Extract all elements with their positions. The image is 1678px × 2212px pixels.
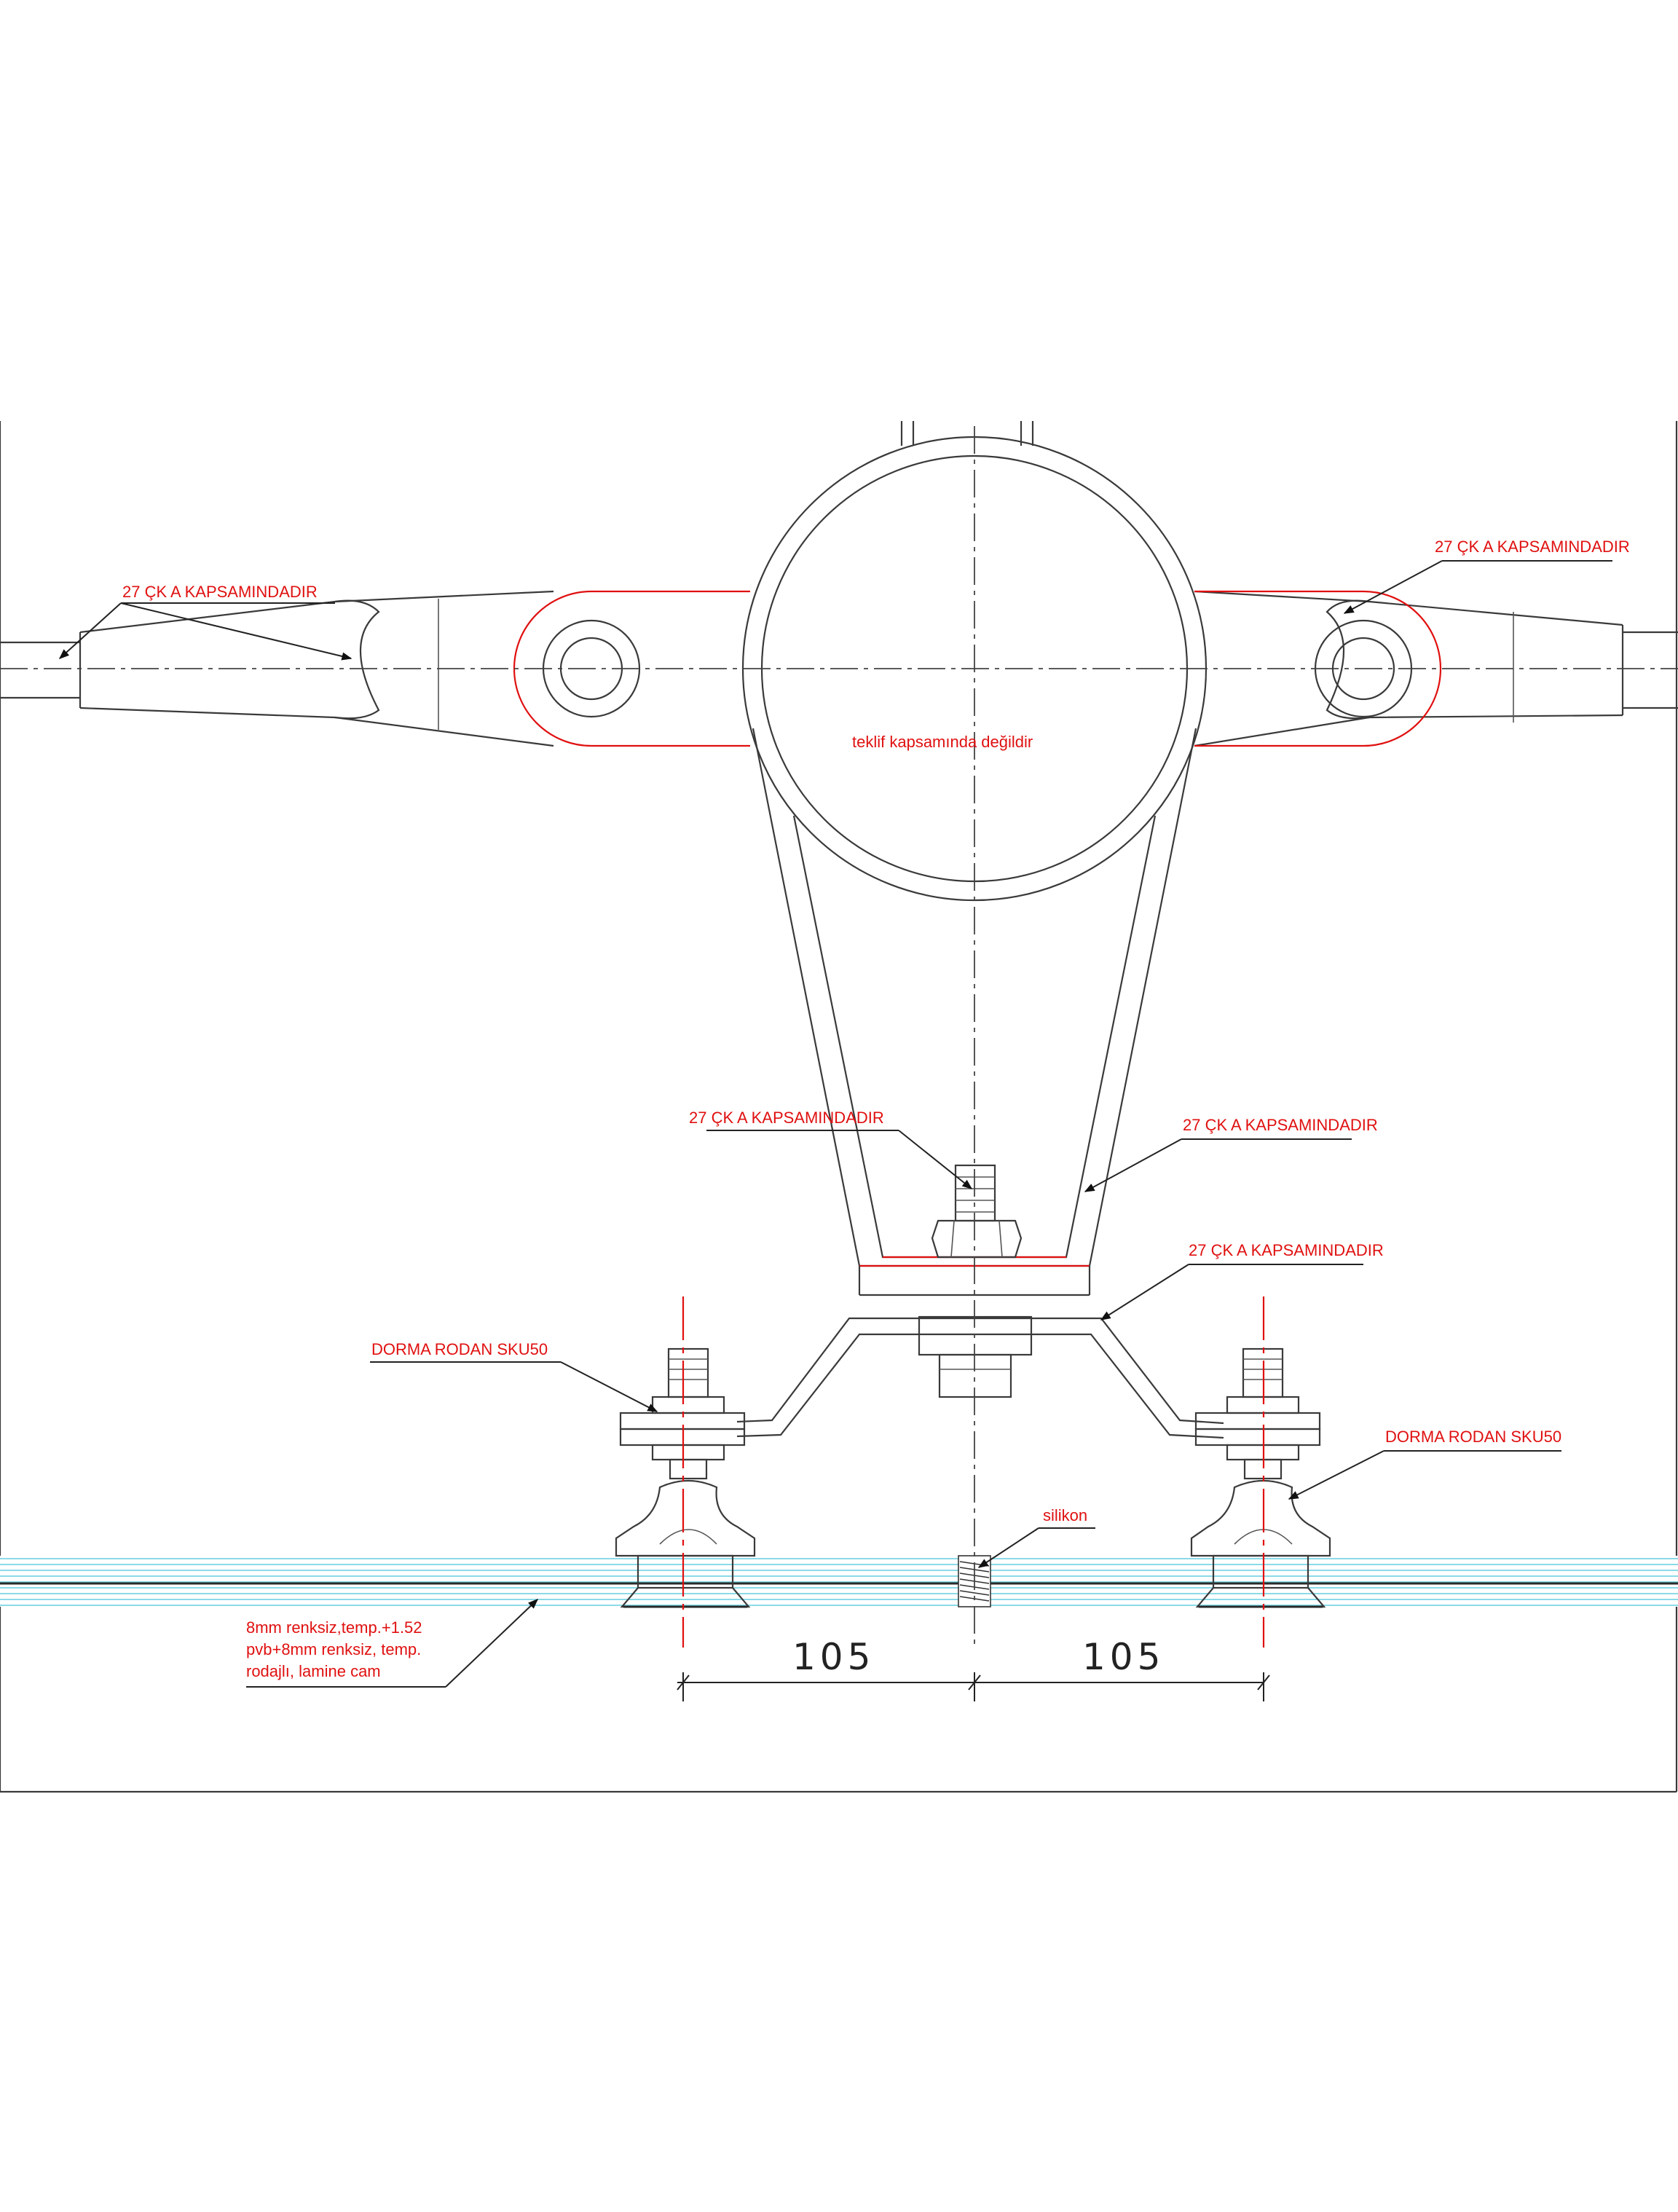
tension-rod-assembly — [0, 590, 1678, 747]
dimension-chain: 105 105 — [677, 1636, 1270, 1701]
center-bolt — [918, 1164, 1033, 1398]
label-rotule-left: DORMA RODAN SKU50 — [371, 1340, 548, 1358]
annotation-leaders — [58, 560, 1612, 1688]
label-glass-line2: pvb+8mm renksiz, temp. — [246, 1640, 421, 1658]
label-top-left: 27 ÇK A KAPSAMINDADIR — [122, 583, 318, 601]
label-silicone: silikon — [1043, 1506, 1087, 1524]
center-lines — [0, 426, 1678, 1648]
label-bracket: 27 ÇK A KAPSAMINDADIR — [1189, 1241, 1384, 1259]
label-top-right: 27 ÇK A KAPSAMINDADIR — [1435, 538, 1630, 556]
label-arm-right: 27 ÇK A KAPSAMINDADIR — [1183, 1116, 1378, 1134]
dimension-right: 105 — [1082, 1636, 1165, 1678]
label-glass-line1: 8mm renksiz,temp.+1.52 — [246, 1618, 422, 1637]
label-bolt: 27 ÇK A KAPSAMINDADIR — [689, 1109, 884, 1127]
annotation-texts: 27 ÇK A KAPSAMINDADIR 27 ÇK A KAPSAMINDA… — [122, 538, 1630, 1680]
dimension-left: 105 — [792, 1636, 875, 1678]
label-glass-line3: rodajlı, lamine cam — [246, 1662, 381, 1680]
label-center-note: teklif kapsamında değildir — [852, 733, 1033, 751]
label-rotule-right: DORMA RODAN SKU50 — [1385, 1428, 1561, 1446]
spider-bracket — [736, 1317, 1224, 1439]
laminated-glass — [0, 1556, 1678, 1607]
